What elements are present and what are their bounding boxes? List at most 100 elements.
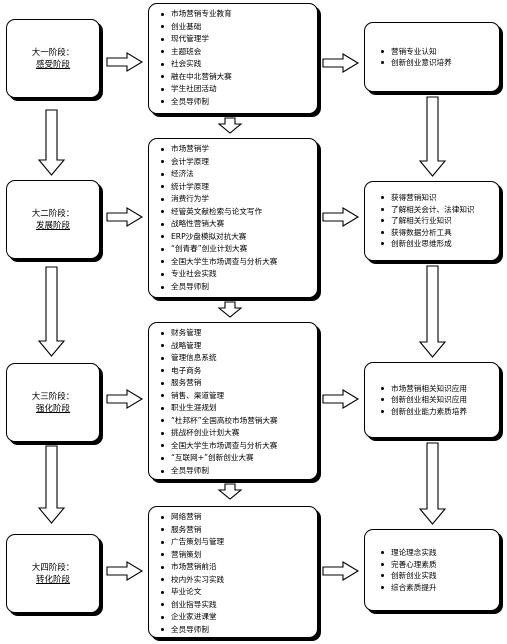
stage-2-outcomes-box: 获得营销知识 了解相关会计、法律知识 了解相关行业知识 获得数据分析工具 创新创…: [364, 181, 500, 261]
course-item: 会计学原理: [159, 156, 311, 169]
right-arrow-outcome3: [322, 389, 360, 409]
stage-3-box: 大三阶段： 强化阶段: [6, 363, 100, 442]
outcome-down-arrow-1: [418, 96, 447, 177]
course-item: 服务营销: [159, 377, 311, 390]
stage-to-courses-arrows: [106, 52, 144, 581]
stage-1-outcome-list: 营销专业认知 创新创业意识培养: [379, 46, 452, 69]
course-item: 创业指导实践: [159, 599, 311, 612]
outcome-item: 创新创业能力素质培养: [379, 406, 467, 418]
course-item: 融在中北营销大赛: [159, 71, 311, 84]
outcome-item: 创新创业相关知识应用: [379, 394, 467, 406]
stage-2-outcome-list: 获得营销知识 了解相关会计、法律知识 了解相关行业知识 获得数据分析工具 创新创…: [379, 192, 475, 250]
stage-4-subtitle: 转化阶段: [35, 574, 70, 585]
course-item: 财务管理: [159, 327, 311, 340]
course-item: 职业生涯规划: [159, 402, 311, 415]
outcome-item: 创新创业思维形成: [379, 238, 475, 250]
stage-2-subtitle: 发展阶段: [35, 220, 70, 231]
course-item: “杜邦杯”全国高校市场营销大赛: [159, 415, 311, 428]
stage-down-arrows: [37, 109, 66, 524]
stage-1-outcomes-box: 营销专业认知 创新创业意识培养: [364, 22, 500, 92]
course-item: 营销策划: [159, 549, 311, 562]
course-item: 企业家进课堂: [159, 611, 311, 624]
course-item: 全员导师制: [159, 624, 311, 637]
course-item: 市场营销前沿: [159, 561, 311, 574]
course-item: “创青春”创业计划大赛: [159, 243, 311, 256]
stage-3-courses-box: 财务管理 战略管理 管理信息系统 电子商务 服务营销 销售、渠道管理 职业生涯规…: [148, 322, 318, 480]
stage-4-box: 大四阶段： 转化阶段: [6, 534, 100, 613]
outcome-item: 创新创业实践: [379, 570, 437, 582]
stage-2-title: 大二阶段：: [31, 208, 75, 219]
course-item: 全员导师制: [159, 281, 311, 294]
outcome-item: 完善心理素质: [379, 559, 437, 571]
course-item: 市场营销学: [159, 143, 311, 156]
courses-to-outcomes-arrows: [322, 53, 360, 581]
stage-4-courses-box: 网络营销 服务营销 广告策划与管理 营销策划 市场营销前沿 校内外实习实践 毕业…: [148, 506, 318, 638]
stage-3-course-list: 财务管理 战略管理 管理信息系统 电子商务 服务营销 销售、渠道管理 职业生涯规…: [159, 327, 311, 478]
course-item: 毕业论文: [159, 586, 311, 599]
right-arrow-outcome2: [322, 207, 360, 227]
outcome-down-arrow-2: [418, 265, 447, 358]
course-item: 管理信息系统: [159, 352, 311, 365]
course-item: 广告策划与管理: [159, 536, 311, 549]
stage-1-subtitle: 感受阶段: [35, 59, 70, 70]
course-item: 电子商务: [159, 365, 311, 378]
course-item: “互联网+”创新创业大赛: [159, 452, 311, 465]
outcome-item: 了解相关行业知识: [379, 215, 475, 227]
stage-3-outcomes-box: 市场营销相关知识应用 创新创业相关知识应用 创新创业能力素质培养: [364, 362, 500, 438]
stage-2-box: 大二阶段： 发展阶段: [6, 180, 100, 259]
right-arrow-stage2: [106, 207, 144, 227]
stage-1-box: 大一阶段： 感受阶段: [6, 19, 100, 98]
right-arrow-stage1: [106, 52, 144, 72]
outcome-down-arrow-3: [418, 442, 447, 525]
right-arrow-outcome1: [322, 53, 360, 73]
course-item: ERP沙盘模拟对抗大赛: [159, 231, 311, 244]
course-item: 全国大学生市场调查与分析大赛: [159, 256, 311, 269]
stage-3-subtitle: 强化阶段: [35, 403, 70, 414]
course-item: 学生社团活动: [159, 83, 311, 96]
small-down-arrow-2: [217, 301, 243, 318]
down-arrow-stage2-stage3: [37, 266, 66, 357]
outcome-item: 获得营销知识: [379, 192, 475, 204]
course-item: 战略管理: [159, 340, 311, 353]
right-arrow-stage4: [106, 561, 144, 581]
small-down-arrow-3: [217, 483, 243, 500]
stage-4-course-list: 网络营销 服务营销 广告策划与管理 营销策划 市场营销前沿 校内外实习实践 毕业…: [159, 511, 311, 636]
right-arrow-outcome4: [322, 561, 360, 581]
outcome-item: 市场营销相关知识应用: [379, 383, 467, 395]
outcome-item: 创新创业意识培养: [379, 57, 452, 69]
small-down-arrow-1: [217, 117, 243, 134]
course-item: 校内外实习实践: [159, 574, 311, 587]
stage-1-title: 大一阶段：: [31, 47, 75, 58]
course-item: 统计学原理: [159, 181, 311, 194]
course-item: 社会实践: [159, 58, 311, 71]
course-item: 消费行为学: [159, 193, 311, 206]
course-item: 全员导师制: [159, 465, 311, 478]
course-item: 战略性营销大赛: [159, 218, 311, 231]
course-item: 经济法: [159, 168, 311, 181]
stage-2-courses-box: 市场营销学 会计学原理 经济法 统计学原理 消费行为学 经管英文献检索与论文写作…: [148, 138, 318, 298]
outcome-item: 综合素质提升: [379, 582, 437, 594]
course-item: 创业基础: [159, 21, 311, 34]
stage-4-outcomes-box: 理论理念实践 完善心理素质 创新创业实践 综合素质提升: [364, 529, 500, 611]
stage-4-outcome-list: 理论理念实践 完善心理素质 创新创业实践 综合素质提升: [379, 547, 437, 593]
course-item: 网络营销: [159, 511, 311, 524]
down-arrow-stage3-stage4: [37, 445, 66, 524]
course-item: 经管英文献检索与论文写作: [159, 206, 311, 219]
outcome-item: 理论理念实践: [379, 547, 437, 559]
course-item: 全国大学生市场调查与分析大赛: [159, 440, 311, 453]
course-item: 全员导师制: [159, 96, 311, 109]
outcome-down-arrows: [418, 96, 447, 525]
outcome-item: 获得数据分析工具: [379, 227, 475, 239]
stage-3-title: 大三阶段：: [31, 391, 75, 402]
course-item: 销售、渠道管理: [159, 390, 311, 403]
stage-1-courses-box: 市场营销专业教育 创业基础 现代管理学 主题班会 社会实践 融在中北营销大赛 学…: [148, 3, 318, 114]
courses-down-arrows: [217, 117, 243, 500]
course-item: 现代管理学: [159, 33, 311, 46]
stage-2-course-list: 市场营销学 会计学原理 经济法 统计学原理 消费行为学 经管英文献检索与论文写作…: [159, 143, 311, 294]
course-item: 市场营销专业教育: [159, 8, 311, 21]
course-item: 服务营销: [159, 524, 311, 537]
stage-4-title: 大四阶段：: [31, 562, 75, 573]
outcome-item: 营销专业认知: [379, 46, 452, 58]
